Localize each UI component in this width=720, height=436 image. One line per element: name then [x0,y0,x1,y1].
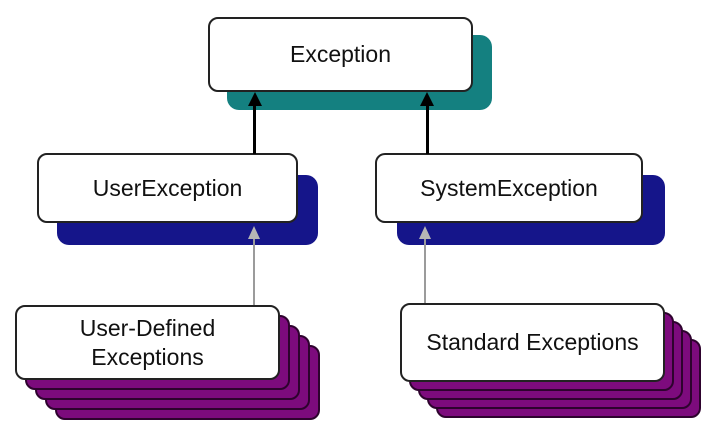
node-user-defined-label-line2: Exceptions [91,343,204,370]
node-user-defined-exceptions: User-Defined Exceptions [15,305,280,380]
node-exception-label: Exception [289,41,391,67]
arrow-userdefined-to-userexception-head [248,226,260,239]
arrow-userexception-to-exception-head [248,92,262,106]
node-userexception: UserException [37,153,298,223]
node-systemexception-label: SystemException [420,174,598,201]
node-user-defined-label-line1: User-Defined [79,314,216,341]
arrow-systemexception-to-exception-line [426,104,429,154]
node-userexception-label: UserException [92,174,243,201]
arrow-systemexception-to-exception-head [420,92,434,106]
arrow-userexception-to-exception-line [253,104,256,154]
arrow-standard-to-systemexception-head [419,226,431,239]
arrow-standard-to-systemexception-line [424,237,426,303]
node-standard-exceptions: Standard Exceptions [400,303,665,382]
arrow-userdefined-to-userexception-line [253,237,255,305]
node-systemexception: SystemException [375,153,643,223]
node-standard-exceptions-label: Standard Exceptions [426,329,639,355]
node-exception: Exception [208,17,473,92]
